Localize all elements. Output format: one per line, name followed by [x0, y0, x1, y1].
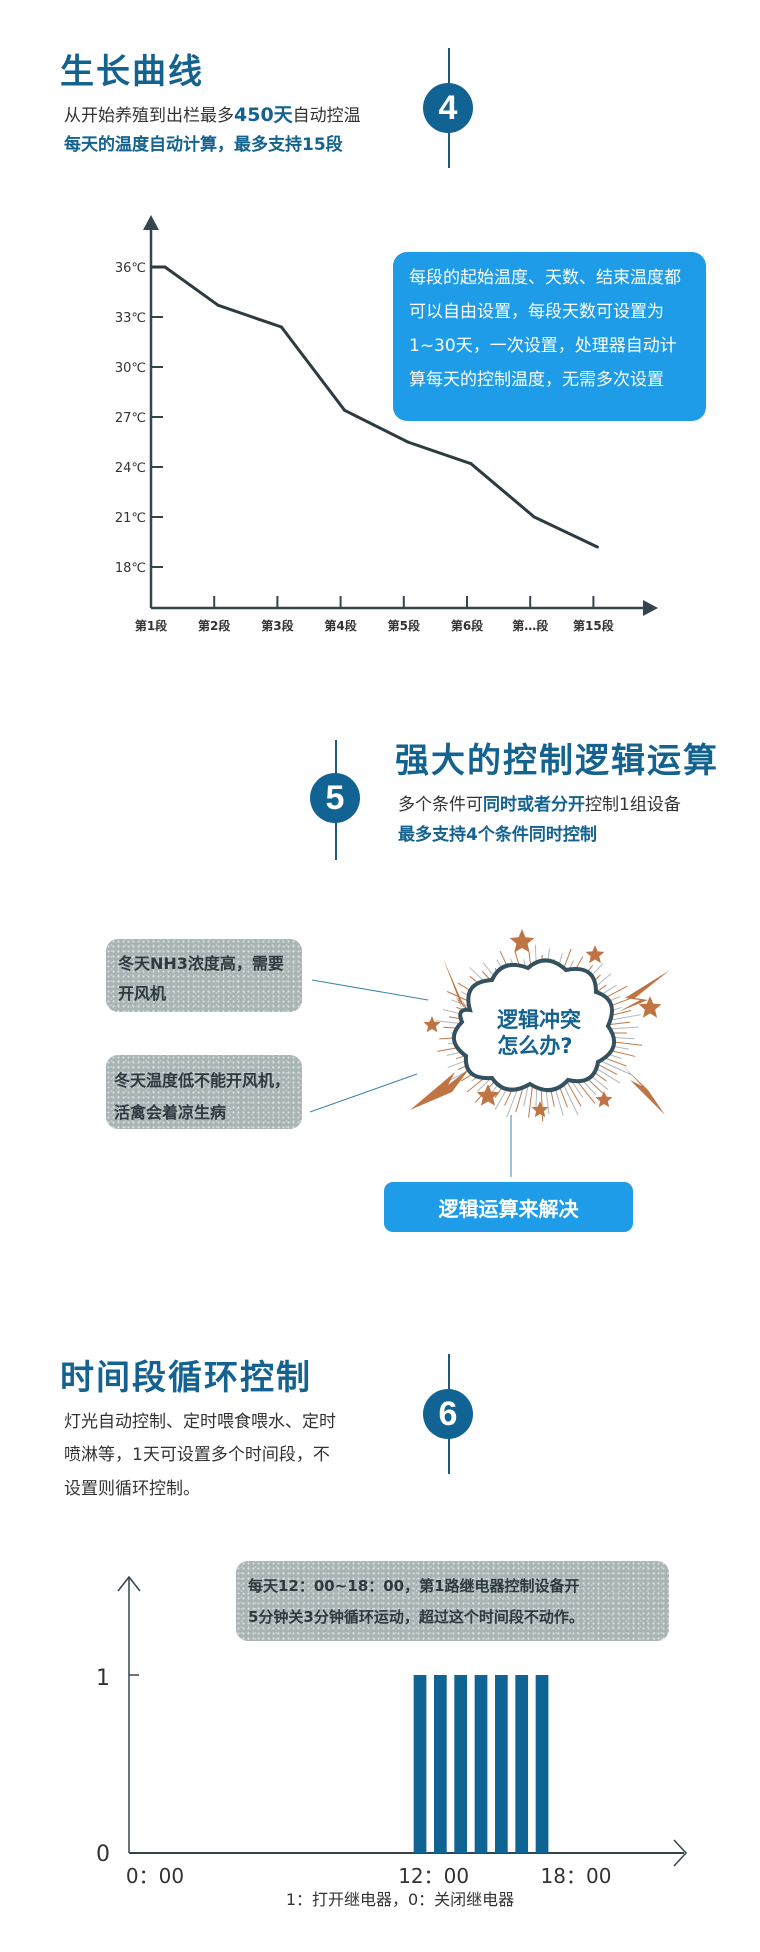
- cycle-callout: 每天12：00~18：00，第1路继电器控制设备开 5分钟关3分钟循环运动，超过…: [236, 1561, 669, 1641]
- lightning-icon: [410, 1068, 470, 1110]
- star-icon: [476, 1084, 500, 1106]
- x-tick-label: 12：00: [398, 1864, 469, 1888]
- data-point: [406, 440, 410, 444]
- star-icon: [531, 1101, 549, 1118]
- data-point: [216, 303, 220, 307]
- chart-legend: 1：打开继电器，0：关闭继电器: [286, 1890, 514, 1909]
- data-point: [532, 515, 536, 519]
- data-point: [595, 545, 599, 549]
- section4-subtitle-2: 每天的温度自动计算，最多支持15段: [64, 135, 343, 155]
- y-axis-arrow-icon: [117, 1575, 141, 1592]
- relay-on-bar: [433, 1675, 447, 1853]
- cloud-text-1: 逻辑冲突: [497, 1008, 581, 1032]
- x-tick-label: 第4段: [324, 618, 357, 633]
- logic-conflict-illustration: 逻辑冲突 怎么办?: [309, 929, 670, 1177]
- y-tick-label: 21℃: [115, 511, 146, 526]
- relay-on-bar: [454, 1675, 468, 1853]
- x-tick-label: 第…段: [512, 618, 549, 633]
- burst-ray: [523, 1084, 529, 1107]
- growth-curve-chart: 36℃ 33℃ 30℃ 27℃ 24℃ 21℃ 18℃ 第1段 第2段 第3段 第4段 第5段 第6段 第…: [115, 215, 658, 633]
- relay-on-bar: [474, 1675, 488, 1853]
- x-tick-label: 第6段: [451, 618, 484, 633]
- callout-line: 每天12：00~18：00，第1路继电器控制设备开: [248, 1577, 580, 1595]
- y-tick-label: 33℃: [115, 311, 146, 326]
- data-point: [163, 265, 167, 269]
- relay-on-bar: [515, 1675, 529, 1853]
- connector-line: [311, 979, 429, 1001]
- x-tick-label: 第2段: [198, 618, 231, 633]
- y-tick-label: 24℃: [115, 461, 146, 476]
- section5-subtitle-1: 多个条件可同时或者分开控制1组设备: [398, 790, 681, 815]
- x-tick-label: 第5段: [388, 618, 421, 633]
- section6-text-3: 设置则循环控制。: [64, 1479, 200, 1499]
- x-tick-label: 0：00: [126, 1864, 184, 1888]
- step-number-4-badge: 4: [423, 83, 473, 133]
- logic-solution-button[interactable]: 逻辑运算来解决: [384, 1182, 633, 1232]
- section4-title: 生长曲线: [60, 52, 204, 92]
- x-tick-label: 第1段: [135, 618, 168, 633]
- y-tick-label: 27℃: [115, 411, 146, 426]
- data-point: [279, 325, 283, 329]
- x-tick-label: 第15段: [573, 618, 615, 633]
- relay-on-bar: [413, 1675, 427, 1853]
- relay-cycle-chart: 1 0 0：00 12：00 18：00 1：打开继电器，0：关闭继电器: [96, 1575, 688, 1909]
- lightning-icon: [622, 1065, 665, 1115]
- data-point: [343, 408, 347, 412]
- relay-on-bar: [535, 1675, 549, 1853]
- x-tick-label: 18：00: [541, 1864, 612, 1888]
- callout-line: 5分钟关3分钟循环运动，超过这个时间段不动作。: [248, 1608, 584, 1626]
- step-number-5-badge: 5: [310, 773, 360, 823]
- condition-box-1: 冬天NH3浓度高，需要开风机: [106, 939, 302, 1012]
- section5-title: 强大的控制逻辑运算: [395, 741, 719, 781]
- y-tick-label: 18℃: [115, 561, 146, 576]
- x-axis-arrow-icon: [673, 1839, 688, 1867]
- sub-text: 多个条件可: [398, 795, 483, 815]
- star-icon: [585, 945, 605, 964]
- burst-ray: [528, 1085, 534, 1118]
- star-icon: [423, 1016, 441, 1033]
- section6-text-1: 灯光自动控制、定时喂食喂水、定时: [64, 1412, 336, 1432]
- section6-text-2: 喷淋等，1天可设置多个时间段，不: [64, 1445, 330, 1465]
- sub-text: 自动控温: [292, 106, 361, 126]
- step-number-6-badge: 6: [423, 1389, 473, 1439]
- section4-subtitle-1: 从开始养殖到出栏最多450天自动控温: [64, 100, 361, 127]
- sub-text: 从开始养殖到出栏最多: [64, 106, 234, 126]
- y-axis-arrow-icon: [143, 215, 159, 230]
- x-axis-arrow-icon: [643, 600, 658, 616]
- data-point: [469, 462, 473, 466]
- cloud-text-2: 怎么办?: [497, 1034, 572, 1058]
- y-tick-label: 30℃: [115, 361, 146, 376]
- condition-box-2: 冬天温度低不能开风机，活禽会着凉生病: [106, 1055, 302, 1129]
- burst-ray: [565, 1080, 582, 1107]
- sub-text: 控制1组设备: [585, 795, 681, 815]
- star-icon: [509, 929, 535, 953]
- cloud-icon: [452, 958, 617, 1092]
- y-tick-label: 0: [96, 1842, 110, 1867]
- burst-ray: [561, 1081, 579, 1116]
- growth-note-box: 每段的起始温度、天数、结束温度都可以自由设置，每段天数可设置为1~30天，一次设…: [393, 252, 706, 421]
- connector-line: [309, 1073, 418, 1113]
- sub-highlight: 450天: [234, 104, 293, 126]
- section6-title: 时间段循环控制: [60, 1358, 312, 1398]
- y-tick-label: 36℃: [115, 261, 146, 276]
- y-tick-label: 1: [96, 1666, 110, 1691]
- star-icon: [595, 1091, 613, 1108]
- x-tick-label: 第3段: [261, 618, 294, 633]
- section5-subtitle-2: 最多支持4个条件同时控制: [398, 825, 597, 845]
- sub-highlight: 同时或者分开: [483, 795, 585, 815]
- star-icon: [638, 996, 662, 1018]
- relay-on-bar: [495, 1675, 508, 1853]
